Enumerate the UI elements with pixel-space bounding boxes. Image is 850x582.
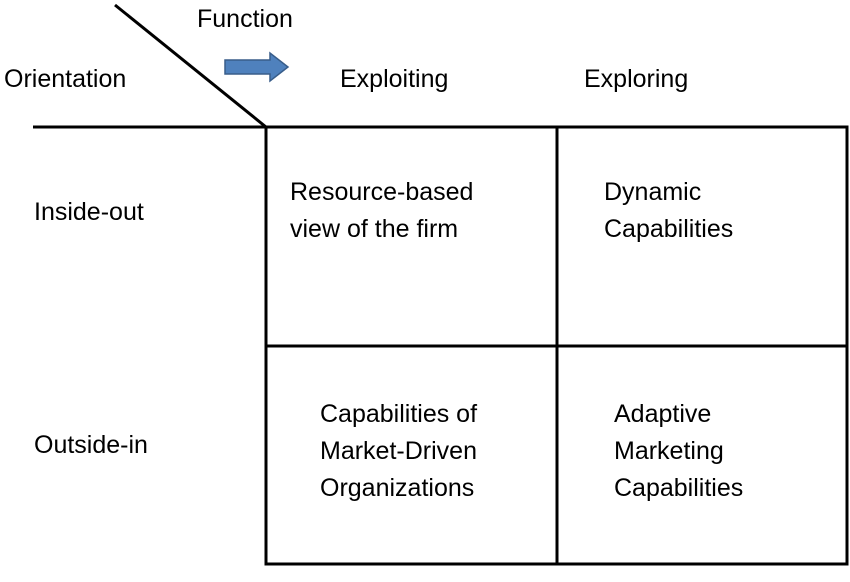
- cell-adaptive-marketing-capabilities: Adaptive Marketing Capabilities: [614, 400, 744, 502]
- row-header-inside-out: Inside-out: [34, 198, 144, 226]
- right-arrow-icon: [224, 51, 290, 83]
- cell-resource-based-view: Resource-based view of the firm: [290, 178, 474, 243]
- orientation-axis-label: Orientation: [4, 65, 127, 93]
- diagonal-divider-line: [114, 3, 267, 129]
- column-header-exploiting: Exploiting: [340, 65, 449, 93]
- row-header-outside-in: Outside-in: [34, 431, 148, 459]
- column-header-exploring: Exploring: [584, 65, 689, 93]
- cell-dynamic-capabilities: Dynamic Capabilities: [604, 178, 734, 243]
- function-axis-label: Function: [197, 5, 293, 33]
- cell-market-driven-capabilities: Capabilities of Market-Driven Organizati…: [320, 400, 478, 502]
